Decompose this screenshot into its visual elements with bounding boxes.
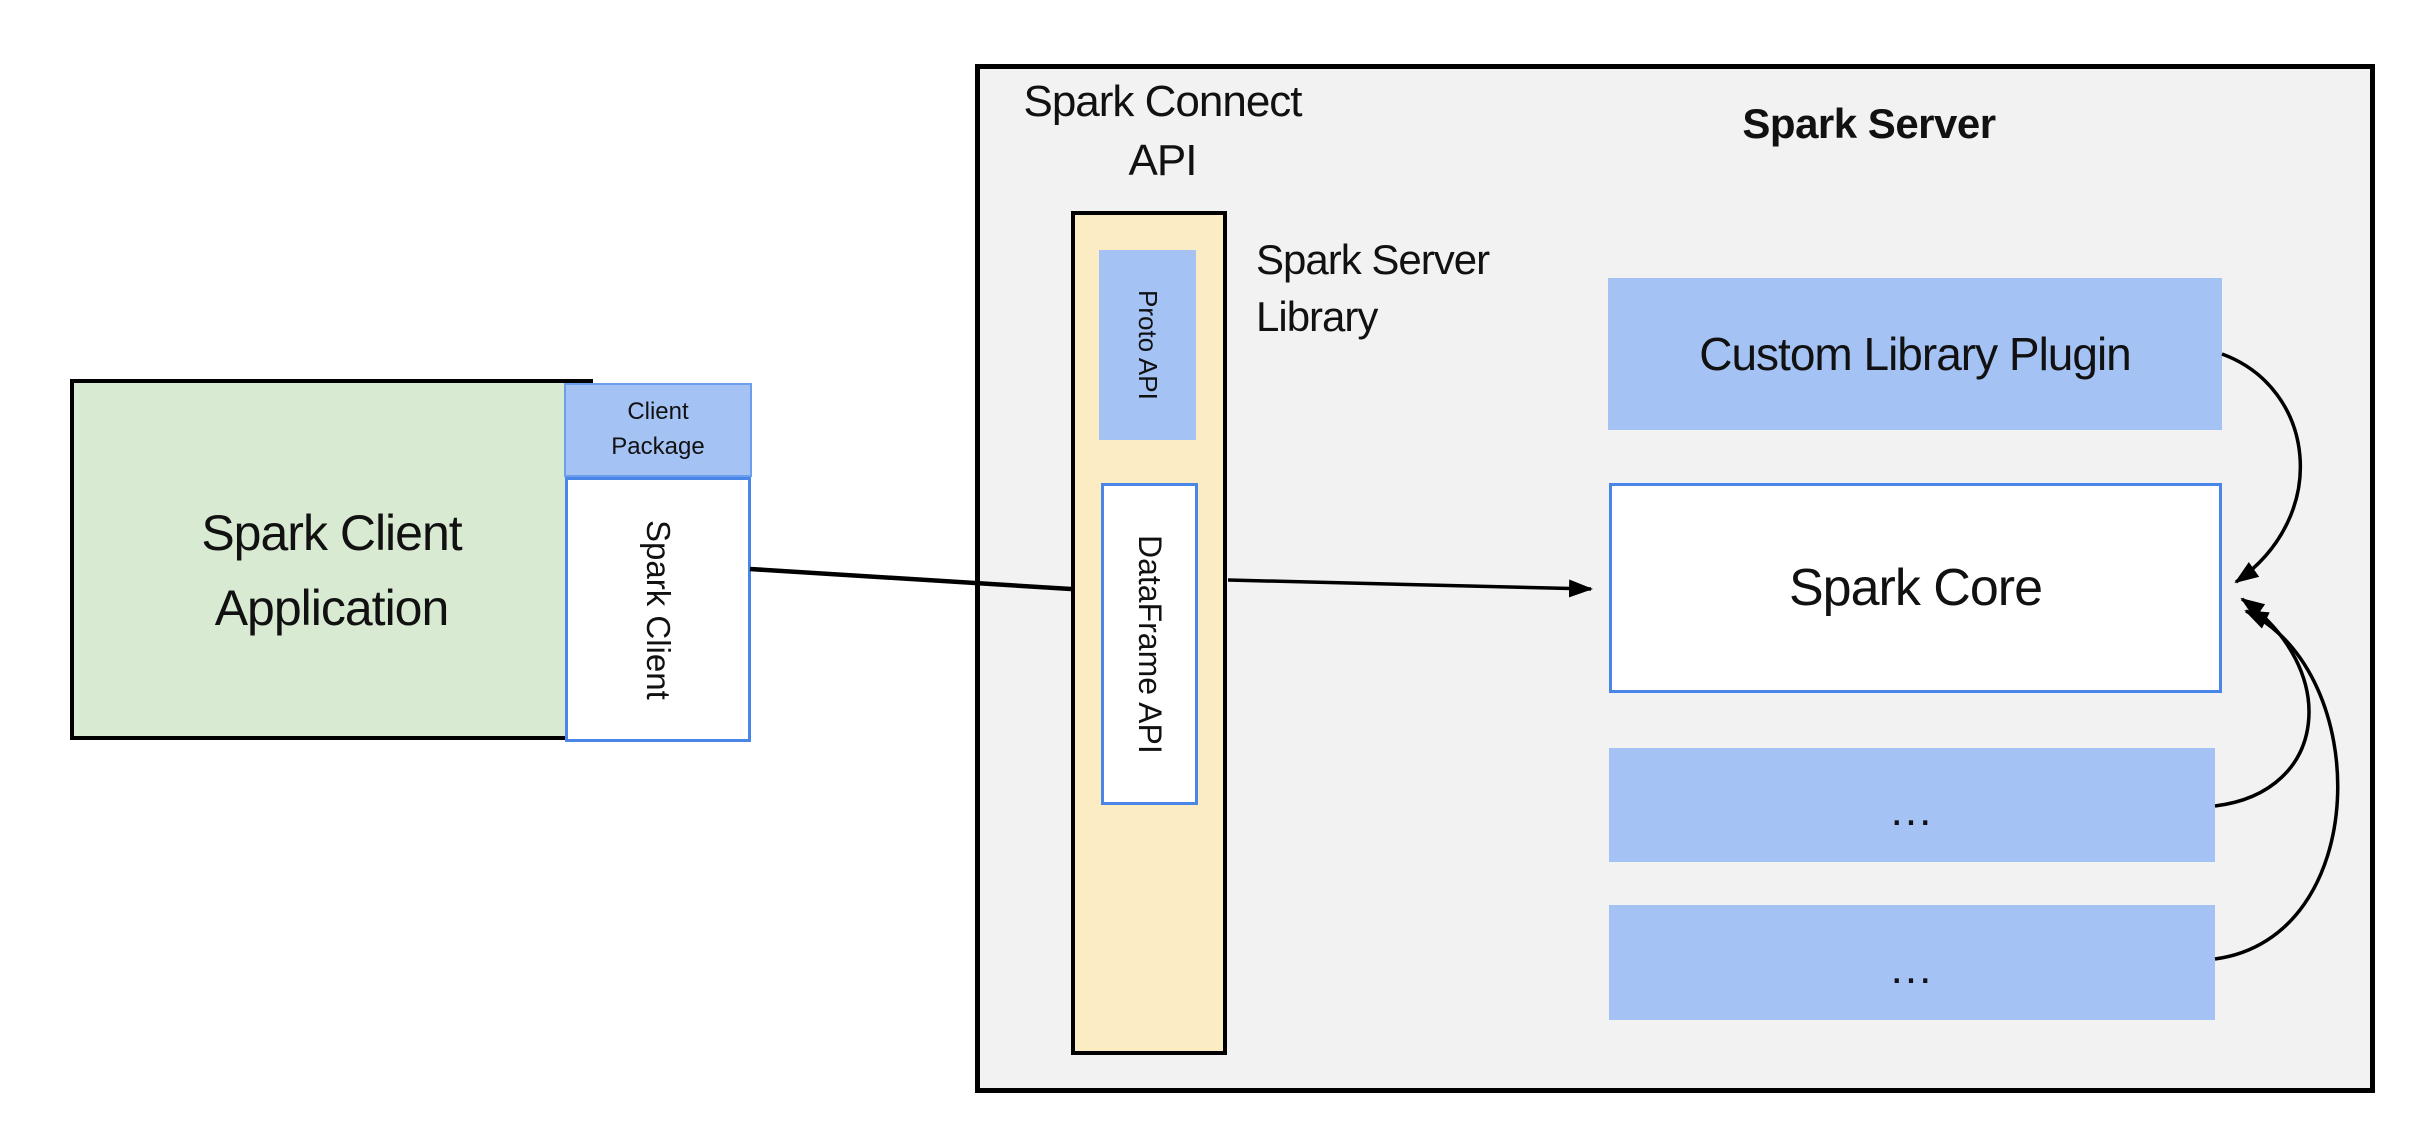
more-plugin-top-label: ... [1890,786,1934,835]
more-plugin-box-top: ... [1609,748,2215,862]
dataframe-api-box: DataFrame API [1101,483,1198,805]
spark-connect-api-label: Spark Connect API [1023,77,1302,186]
client-package-box: Client Package [564,383,752,477]
spark-client-label: Spark Client [640,519,677,700]
custom-library-plugin-label: Custom Library Plugin [1699,328,2132,380]
spark-core-label: Spark Core [1789,559,2043,617]
proto-api-box: Proto API [1099,250,1196,440]
spark-core-box: Spark Core [1609,483,2222,693]
spark-client-application-box: Spark Client Application [70,379,593,740]
proto-api-label: Proto API [1133,290,1163,400]
spark-client-box: Spark Client [565,477,751,742]
client-package-label: Client Package [611,398,705,460]
custom-library-plugin-box: Custom Library Plugin [1608,278,2222,430]
spark-client-application-label: Spark Client Application [201,504,462,636]
more-plugin-bottom-label: ... [1890,943,1934,993]
spark-server-title: Spark Server [1742,100,1996,147]
spark-server-library-label: Spark Server Library [1256,236,1490,340]
more-plugin-box-bottom: ... [1609,905,2215,1020]
dataframe-api-label: DataFrame API [1132,534,1168,754]
